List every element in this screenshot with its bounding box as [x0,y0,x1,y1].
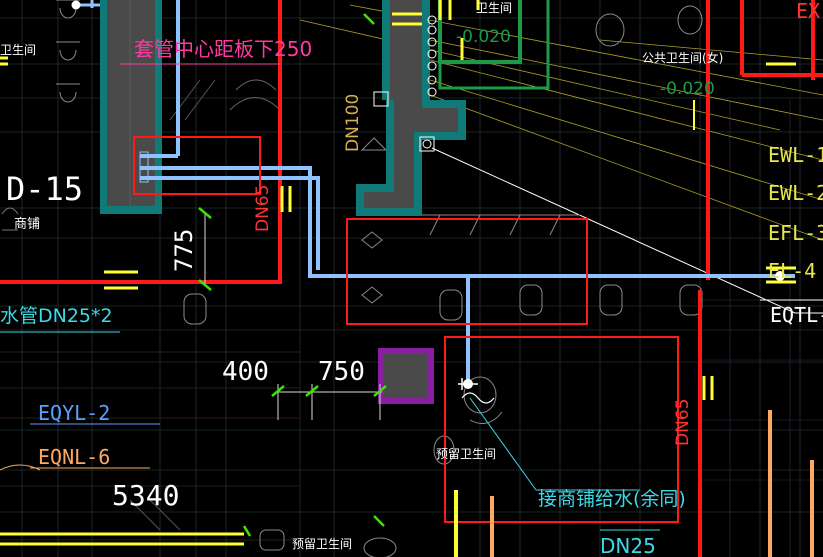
dn65-left-label: DN65 [253,185,273,232]
level-right: -0.020 [660,79,715,99]
dn65-right-label: DN65 [673,399,693,446]
plumbing-fixtures [1,0,703,557]
dn25-label: DN25 [600,534,656,557]
ewl2-label: EWL-2 [768,181,823,205]
orange-pipes [490,410,814,557]
water-pipe-label: 水管DN25*2 [0,305,113,327]
dimension-lines [204,212,382,420]
dn100-label: DN100 [343,94,363,152]
highlight-boxes [133,136,679,523]
ex-label: EX [796,0,820,23]
eqnl-label: EQNL-6 [38,445,110,469]
diagonal-leaders [299,4,823,314]
dim-775: 775 [170,229,198,272]
reserved-wc-bottom: 预留卫生间 [292,537,352,551]
wc-right-label: 公共卫生间(女) [642,50,723,65]
left-pipe-shaft [100,0,162,214]
green-pipes [438,0,550,90]
eqyl-label: EQYL-2 [38,401,110,425]
pipe-node [775,271,785,281]
fittings [139,15,437,183]
wc-left-label: 卫生间 [0,43,36,57]
efl-label: EFL-3 [768,221,823,245]
dim-400: 400 [222,357,269,387]
shop-supply-label: 接商铺给水(余同) [538,488,686,510]
reserved-wc-mid: 预留卫生间 [436,447,496,461]
dim-750: 750 [318,357,365,387]
sleeve-block-inner [384,354,428,398]
ewl1-label: EWL-1 [768,143,823,167]
sleeve-note: 套管中心距板下250 [134,37,312,61]
misc-lines [0,63,823,531]
level-top: -0.020 [456,27,511,47]
el4-label: EL-4 [768,259,816,283]
pipe-node [71,0,81,10]
yellow-marks [0,0,796,557]
shop-label: 商铺 [14,217,40,232]
wc-top-label: 卫生间 [476,1,512,15]
eqtl-label: EQTL-1 [770,303,823,327]
d15-label: D-15 [6,170,83,208]
right-pipe-shaft [356,0,466,216]
water-pipes [76,0,795,384]
dim-5340: 5340 [112,479,179,512]
dimension-ticks [198,13,387,537]
